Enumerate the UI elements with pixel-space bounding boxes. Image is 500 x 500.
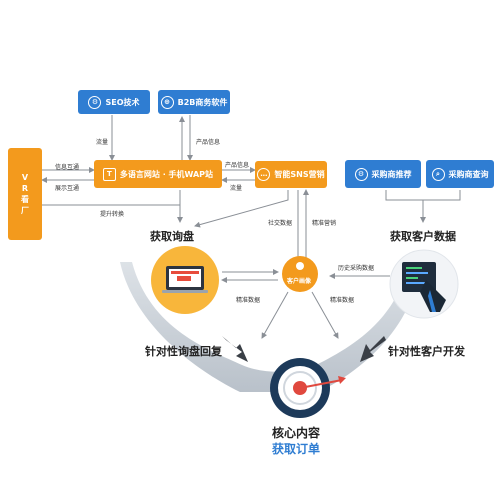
- profile-user-icon: [296, 262, 304, 270]
- label-info-exchange: 信息互通: [55, 164, 80, 171]
- gear-icon: ⚙: [354, 167, 368, 181]
- label-display-exchange: 展示互通: [55, 185, 80, 192]
- get-customer-data-title: 获取客户数据: [390, 230, 456, 243]
- core-content-title: 核心内容: [272, 426, 321, 440]
- website-label: 多语言网站 · 手机WAP站: [119, 169, 214, 179]
- label-traffic-2: 流量: [230, 185, 243, 192]
- vr-factory-box[interactable]: V R 看 厂: [8, 148, 42, 240]
- b2b-box[interactable]: ⊕ B2B商务软件: [158, 90, 230, 114]
- vr-char-4: 厂: [21, 206, 29, 215]
- chat-icon: …: [257, 168, 271, 181]
- buyer-recommend-label: 采购商推荐: [371, 169, 412, 179]
- label-history-purchase: 历史采购数据: [338, 265, 375, 272]
- vr-char-2: R: [21, 184, 29, 193]
- sns-box[interactable]: … 智能SNS营销: [255, 161, 327, 188]
- label-precise-data-2: 精准数据: [330, 297, 355, 304]
- get-inquiry-title: 获取询盘: [150, 230, 194, 243]
- user-icon: [420, 280, 446, 312]
- vr-char-3: 看: [21, 195, 29, 204]
- label-product-info-1: 产品信息: [196, 139, 221, 146]
- targeted-development-title: 针对性客户开发: [388, 345, 465, 358]
- seo-label: SEO技术: [105, 97, 140, 107]
- seo-box[interactable]: ⚙ SEO技术: [78, 90, 150, 114]
- left-funnel-arrow: [222, 336, 248, 362]
- label-product-info-2: 产品信息: [225, 162, 250, 169]
- b2b-label: B2B商务软件: [177, 97, 228, 107]
- label-precise-data-1: 精准数据: [236, 297, 261, 304]
- label-precise-marketing: 精准营销: [312, 220, 337, 227]
- buyer-query-box[interactable]: ⌕ 采购商查询: [426, 160, 494, 188]
- sns-label: 智能SNS营销: [274, 170, 325, 179]
- website-box[interactable]: T 多语言网站 · 手机WAP站: [94, 160, 222, 188]
- buyer-recommend-box[interactable]: ⚙ 采购商推荐: [345, 160, 421, 188]
- search-icon: ⌕: [431, 167, 445, 181]
- label-traffic-1: 流量: [96, 139, 109, 146]
- cart-icon: ⊕: [160, 95, 174, 109]
- right-funnel-arrow: [360, 336, 386, 362]
- targeted-reply-title: 针对性询盘回复: [145, 345, 222, 358]
- customer-profile-label: 客户画像: [287, 278, 312, 285]
- funnel-band: [120, 262, 420, 392]
- text-t-icon: T: [102, 167, 116, 181]
- vr-char-1: V: [21, 173, 29, 182]
- gear-icon: ⚙: [88, 95, 102, 109]
- label-social-data: 社交数据: [268, 220, 293, 227]
- label-boost-conversion: 提升转换: [100, 211, 125, 218]
- buyer-query-label: 采购商查询: [448, 169, 489, 179]
- get-orders-title: 获取订单: [272, 442, 321, 456]
